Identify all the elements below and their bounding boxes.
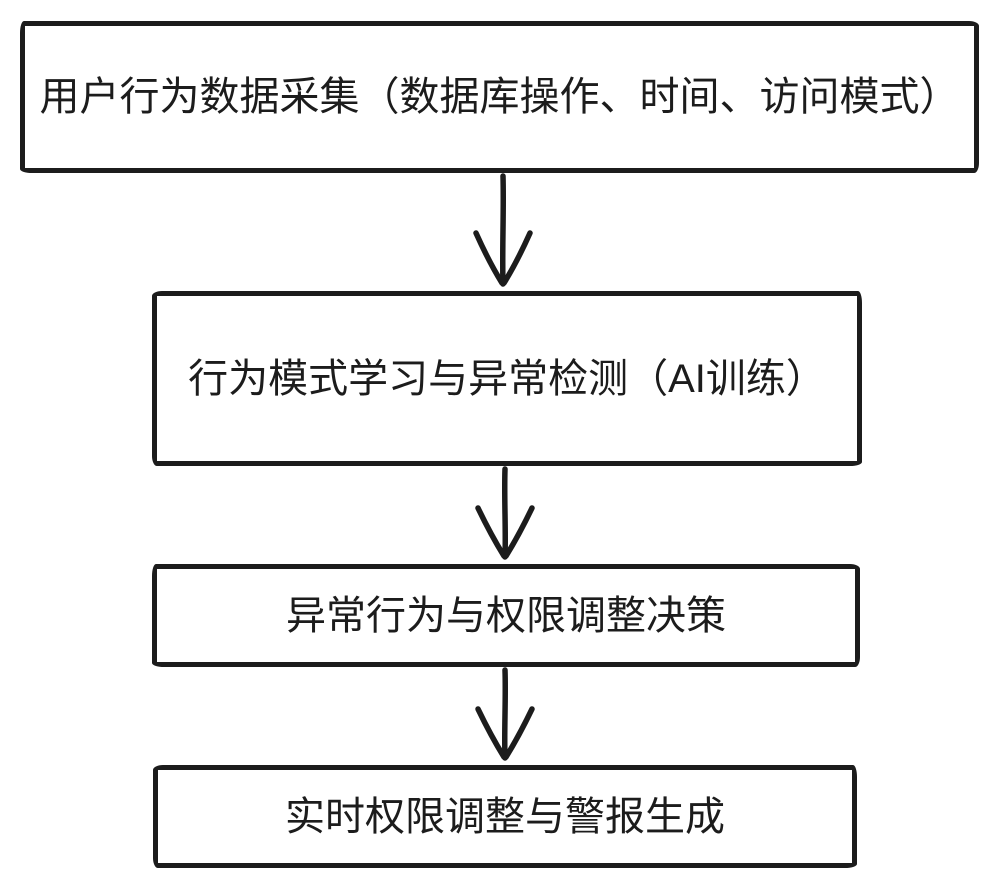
down-arrow-icon bbox=[475, 667, 535, 761]
down-arrow-icon bbox=[475, 466, 535, 560]
flow-node-label: 用户行为数据采集（数据库操作、时间、访问模式） bbox=[39, 75, 960, 119]
down-arrow-icon bbox=[473, 173, 533, 287]
flow-node-user-behavior-data-collection: 用户行为数据采集（数据库操作、时间、访问模式） bbox=[20, 21, 979, 173]
flow-node-anomaly-behavior-permission-decision: 异常行为与权限调整决策 bbox=[152, 564, 860, 667]
flow-node-realtime-permission-adjustment-alert: 实时权限调整与警报生成 bbox=[153, 765, 857, 868]
flow-node-label: 异常行为与权限调整决策 bbox=[286, 593, 726, 638]
flow-node-label: 实时权限调整与警报生成 bbox=[285, 794, 725, 839]
flow-node-behavior-pattern-learning-anomaly-detection: 行为模式学习与异常检测（AI训练） bbox=[152, 291, 862, 466]
flow-node-label: 行为模式学习与异常检测（AI训练） bbox=[188, 356, 826, 401]
